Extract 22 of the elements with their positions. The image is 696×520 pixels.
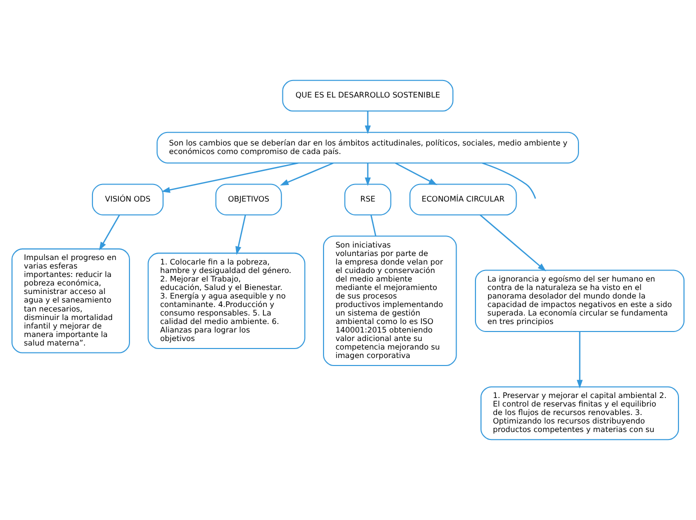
node-box: ECONOMÍA CIRCULAR <box>409 184 517 216</box>
arrow <box>395 162 438 186</box>
node-box: 1. Preservar y mejorar el capital ambiental 2. El control de reservas finitas y el equilibrio de los flujos de recursos renovables. 3. Optimizando los recursos distribuyendo productos competentes y materias con su <box>480 386 679 440</box>
node-box: RSE <box>344 184 392 216</box>
node-box: Son los cambios que se deberían dar en los ámbitos actitudinales, políticos, sociales, medio ambiente y económicos como compromiso de cada país. <box>156 132 579 164</box>
arrow <box>480 214 546 272</box>
arrow <box>162 162 298 193</box>
arrow <box>576 332 583 388</box>
node-box: La ignorancia y egoísmo del ser humano en contra de la naturaleza se ha visto en el panorama desolador del mundo donde la capacidad de impactos negativos en este a sido superada. La economía circular se fundamenta en tres principios <box>474 270 684 332</box>
arrow <box>280 162 334 186</box>
arrow <box>99 214 120 251</box>
node-box: QUE ES EL DESARROLLO SOSTENIBLE <box>282 80 454 112</box>
node-box: 1. Colocarle fin a la pobreza, hambre y desigualdad del género. 2. Mejorar el Trabajo, educación, Salud y el Bienestar. 3. Energía y agua asequible y no contaminante. 4.Producción y consumo responsables. 5. La calidad del medio ambiente. 6. Alianzas para lograr los objetivos <box>148 252 306 350</box>
node-box: OBJETIVOS <box>215 184 282 216</box>
node-box: VISIÓN ODS <box>92 184 164 216</box>
node-box: Impulsan el progreso en varias esferas importantes: reducir la pobreza económica, suministrar acceso al agua y el saneamiento tan necesarios, disminuir la mortalidad infantil y mejorar de manera importante la salud materna”. <box>12 248 130 354</box>
arrow <box>364 163 371 186</box>
arrow <box>364 111 371 134</box>
connector <box>482 162 536 199</box>
arrow <box>235 214 246 255</box>
connector <box>370 214 376 236</box>
node-box: Son iniciativas voluntarias por parte de la empresa donde velan por el cuidado y conservación del medio ambiente mediante el mejoramiento de sus procesos productivos implementando un sistema de gestión ambiental como lo es ISO 140001:2015 obteniendo valor adicional ante su competencia mejorando su imagen corporativa <box>323 236 457 366</box>
